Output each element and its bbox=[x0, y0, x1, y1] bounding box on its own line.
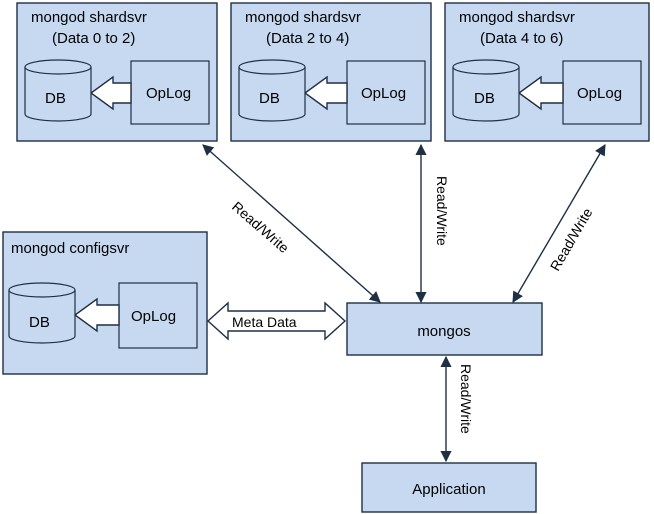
oplog-to-db-arrow bbox=[517, 75, 564, 111]
shard-title: mongod shardsvr bbox=[459, 9, 575, 26]
db-label: DB bbox=[259, 90, 280, 107]
app-readwrite-label: Read/Write bbox=[458, 364, 474, 434]
shard0-readwrite-label: Read/Write bbox=[229, 198, 292, 256]
shard2-readwrite-label: Read/Write bbox=[547, 205, 596, 274]
application-box bbox=[361, 462, 537, 513]
application-node: Application bbox=[361, 462, 537, 513]
mongos-label: mongos bbox=[417, 323, 470, 340]
db-label: DB bbox=[474, 90, 495, 107]
mongos-box bbox=[346, 302, 543, 356]
oplog-label: OpLog bbox=[131, 308, 176, 325]
oplog-to-db-arrow bbox=[303, 75, 348, 111]
oplog-box bbox=[562, 60, 642, 125]
shard-server-0: mongod shardsvr (Data 0 to 2) OpLog DB bbox=[16, 2, 218, 142]
config-server: mongod configsvr OpLog DB bbox=[2, 231, 208, 375]
shard-server-1: mongod shardsvr (Data 2 to 4) OpLog DB bbox=[230, 2, 432, 142]
oplog-label: OpLog bbox=[577, 85, 622, 102]
config-title: mongod configsvr bbox=[11, 240, 129, 257]
db-label: DB bbox=[45, 90, 66, 107]
shard-subtitle: (Data 2 to 4) bbox=[266, 30, 349, 47]
mongos-router: mongos bbox=[346, 302, 543, 356]
oplog-to-db-arrow bbox=[73, 297, 120, 333]
meta-data-label: Meta Data bbox=[232, 314, 297, 330]
oplog-box bbox=[346, 60, 426, 125]
shard-subtitle: (Data 0 to 2) bbox=[52, 30, 135, 47]
oplog-label: OpLog bbox=[146, 85, 191, 102]
oplog-to-db-arrow bbox=[89, 75, 132, 111]
oplog-box bbox=[130, 60, 210, 125]
oplog-box bbox=[118, 282, 198, 349]
shard0-mongos-connection bbox=[202, 144, 381, 303]
database-icon bbox=[452, 59, 520, 122]
database-icon bbox=[24, 59, 92, 122]
database-icon bbox=[238, 59, 306, 122]
shard2-mongos-connection bbox=[512, 144, 606, 303]
shard-subtitle: (Data 4 to 6) bbox=[480, 30, 563, 47]
oplog-label: OpLog bbox=[361, 85, 406, 102]
application-label: Application bbox=[412, 481, 485, 498]
shard1-readwrite-label: Read/Write bbox=[434, 176, 450, 246]
shard-server-2: mongod shardsvr (Data 4 to 6) OpLog DB bbox=[444, 2, 650, 142]
db-label: DB bbox=[29, 314, 50, 331]
meta-data-arrow bbox=[206, 301, 347, 341]
shard-title: mongod shardsvr bbox=[31, 9, 147, 26]
shard-title: mongod shardsvr bbox=[245, 9, 361, 26]
database-icon bbox=[8, 282, 76, 344]
